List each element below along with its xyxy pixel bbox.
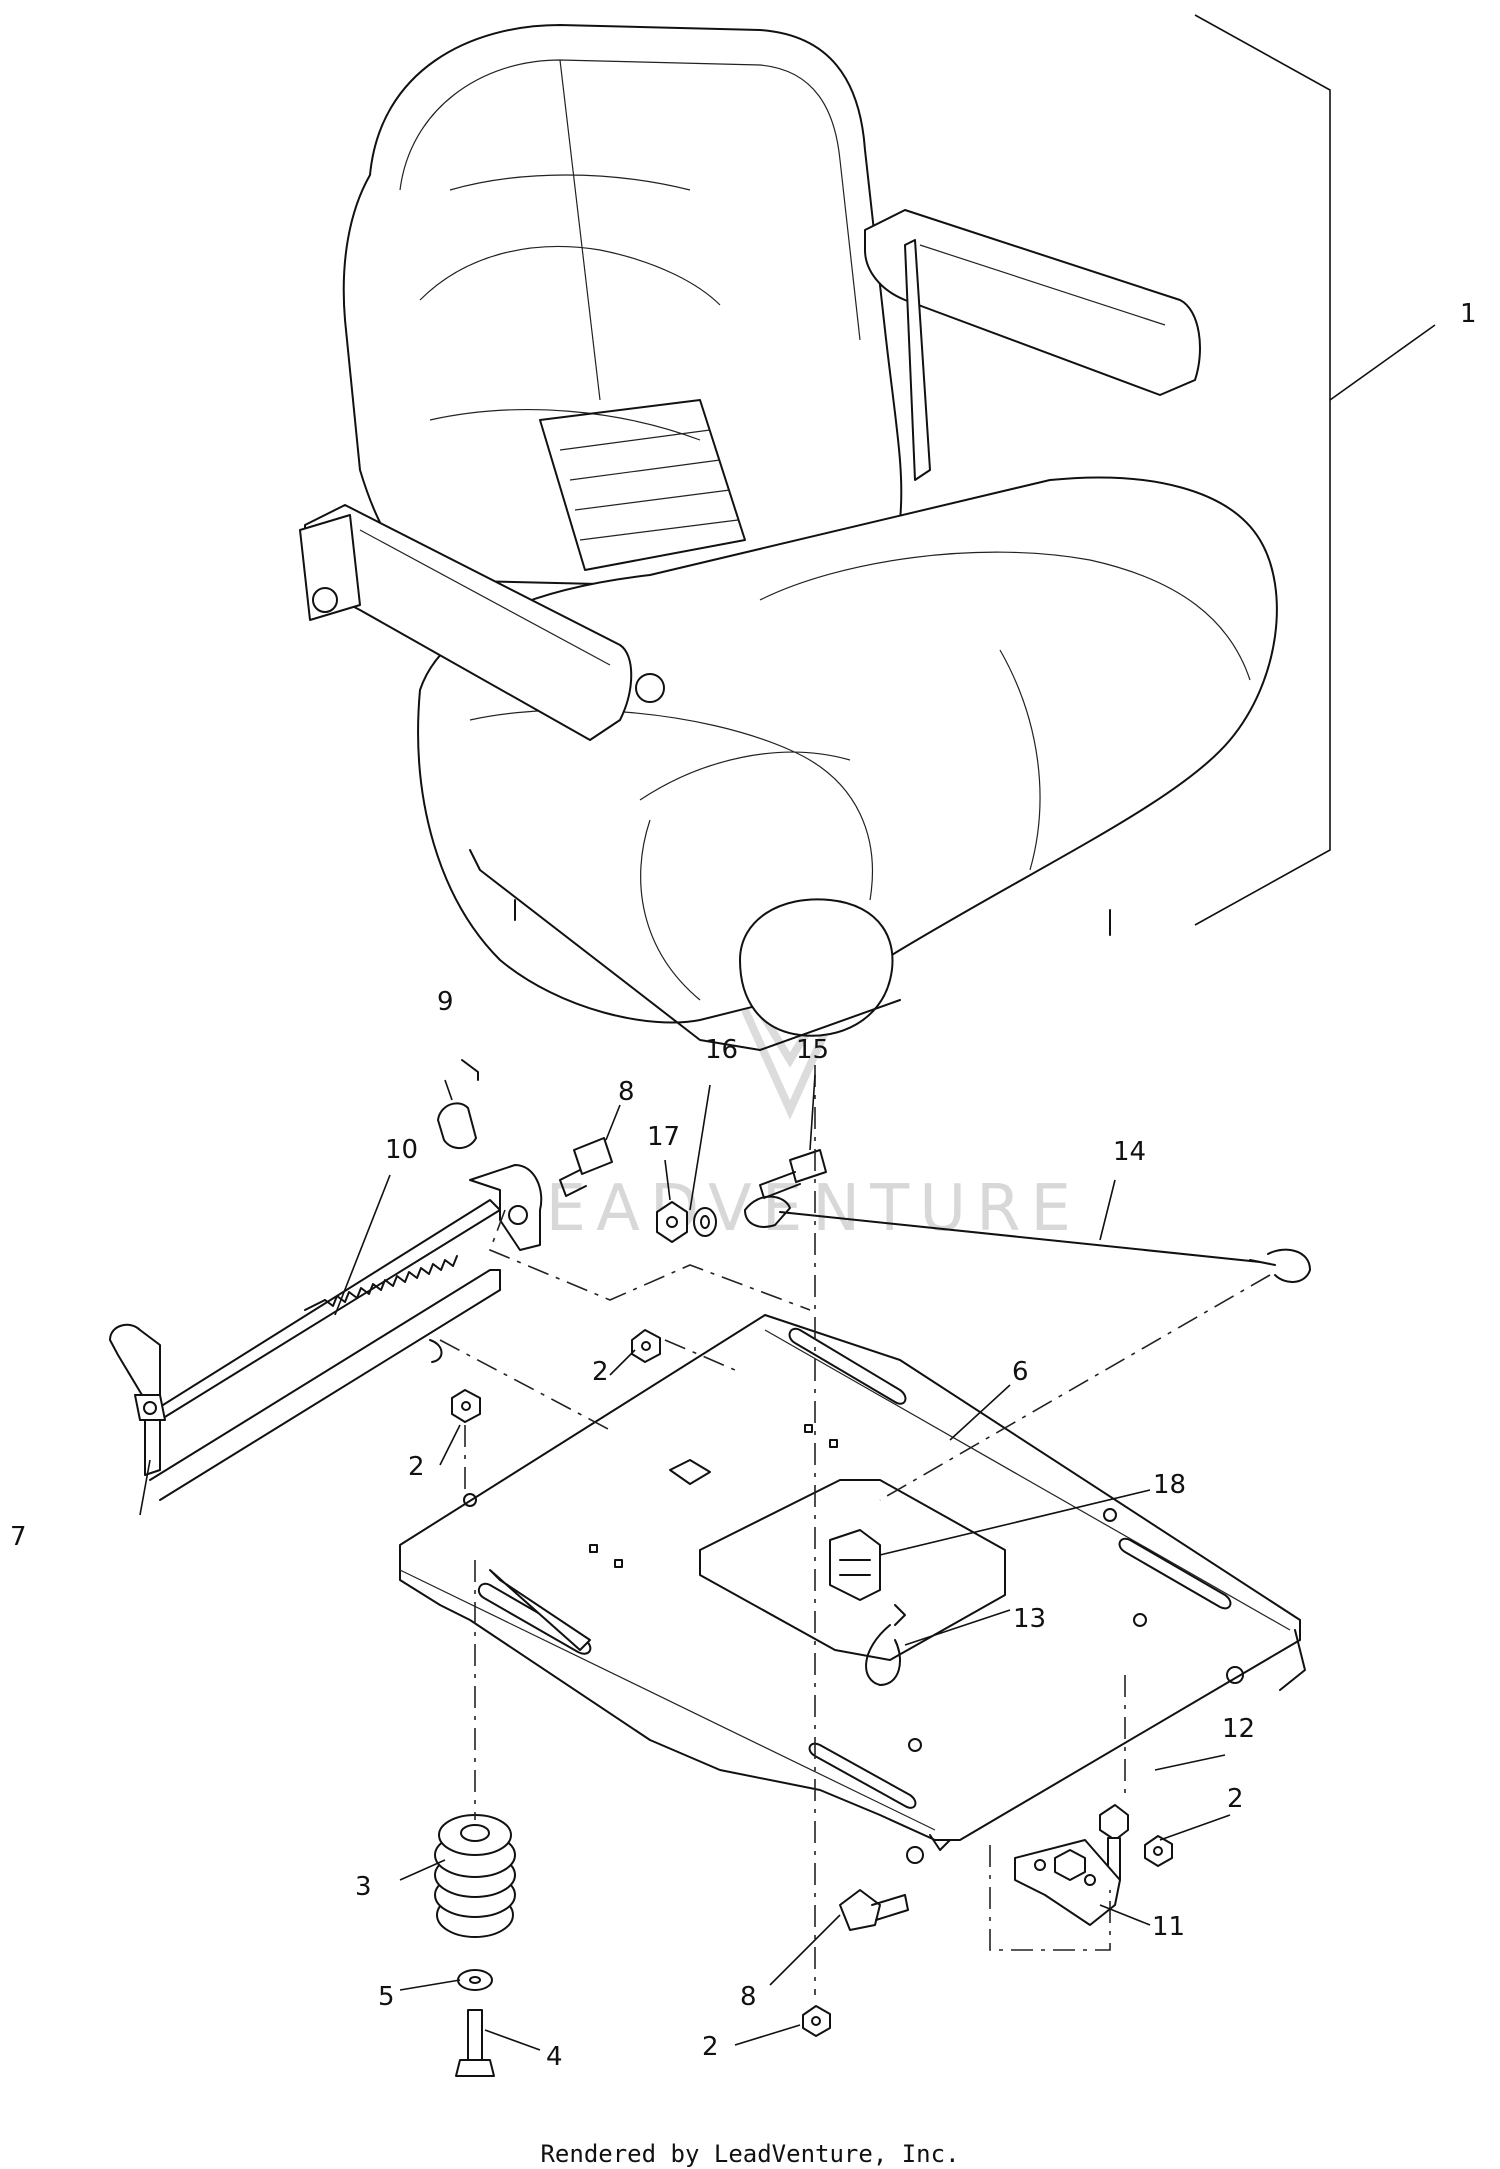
- callout-4: 4: [546, 2042, 563, 2072]
- callout-17: 17: [647, 1122, 680, 1152]
- callout-6: 6: [1012, 1357, 1029, 1387]
- part-8-bolt-top: [559, 1137, 613, 1197]
- part-14-cable: [744, 1195, 1311, 1283]
- callout-8-bottom: 8: [740, 1982, 757, 2012]
- callout-7: 7: [10, 1522, 27, 1552]
- callout-2-d: 2: [702, 2032, 719, 2062]
- part-2-nut-c: [1144, 1835, 1173, 1867]
- callout-9: 9: [437, 987, 454, 1017]
- part-2-nut-d: [802, 2005, 831, 2037]
- part-16-washer: [693, 1207, 717, 1237]
- watermark-text: LEADVENTURE: [500, 1172, 1081, 1246]
- seat-assembly: [299, 14, 1331, 1051]
- callout-12: 12: [1222, 1714, 1255, 1744]
- callout-14: 14: [1113, 1137, 1146, 1167]
- part-13-harness: [865, 1604, 906, 1686]
- callout-5: 5: [378, 1982, 395, 2012]
- part-4-bolt: [455, 2009, 495, 2077]
- footer-credit: Rendered by LeadVenture, Inc.: [540, 2140, 960, 2168]
- part-18-switch: [829, 1529, 881, 1601]
- assembly-lines: [439, 1065, 1271, 1995]
- callout-8-top: 8: [618, 1077, 635, 1107]
- part-3-seat-spring: [434, 1814, 516, 1938]
- part-9-cap: [437, 1059, 479, 1149]
- part-17-nut: [656, 1201, 688, 1243]
- callout-2-a: 2: [592, 1357, 609, 1387]
- callout-18: 18: [1153, 1470, 1186, 1500]
- callout-1: 1: [1460, 299, 1477, 329]
- leader-lines: [139, 324, 1436, 2051]
- callout-13: 13: [1013, 1604, 1046, 1634]
- callout-2-b: 2: [408, 1452, 425, 1482]
- callout-11: 11: [1152, 1912, 1185, 1942]
- callout-16: 16: [705, 1035, 738, 1065]
- callout-3: 3: [355, 1872, 372, 1902]
- callout-2-c: 2: [1227, 1784, 1244, 1814]
- callout-10: 10: [385, 1135, 418, 1165]
- callout-15: 15: [796, 1035, 829, 1065]
- part-10-spring: [304, 1255, 458, 1363]
- part-8-bolt-bottom: [839, 1889, 909, 1931]
- part-7-seat-latch: [109, 1164, 543, 1501]
- callout-numbers: 1 2 2 2 2 3 4 5 6 7 8 8 9 10 11 12 13 14…: [10, 299, 1477, 2072]
- part-11-bracket: [1014, 1839, 1121, 1926]
- part-15-bolt: [759, 1149, 827, 1199]
- part-2-nut-b: [451, 1389, 481, 1423]
- leadventure-watermark: LEADVENTURE: [500, 956, 1081, 1246]
- part-2-nut-a: [631, 1329, 661, 1363]
- part-5-washer: [457, 1969, 493, 1991]
